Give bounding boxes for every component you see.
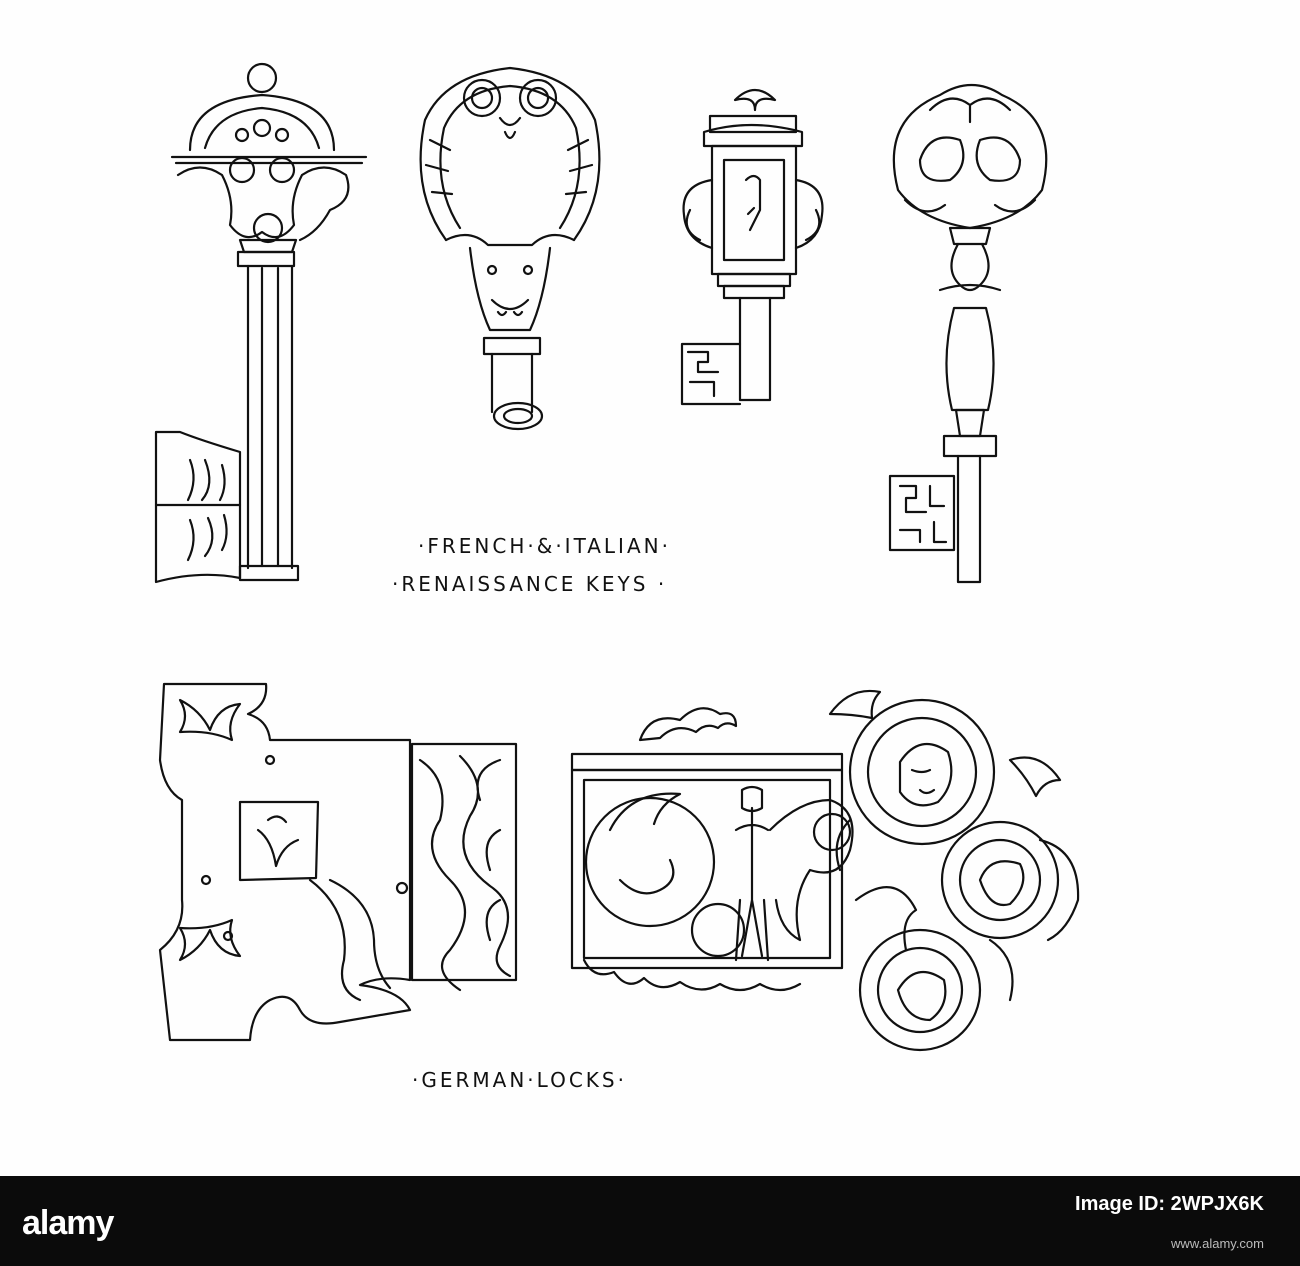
stock-url: www.alamy.com (1171, 1236, 1264, 1251)
key-3-shrine (680, 88, 824, 406)
caption-keys-line-2: ·RENAISSANCE KEYS · (392, 572, 668, 596)
stock-footer-bar: alamy Image ID: 2WPJX6K www.alamy.com (0, 1176, 1300, 1266)
caption-locks: ·GERMAN·LOCKS· (412, 1068, 627, 1092)
alamy-logo: alamy (22, 1204, 114, 1242)
image-id: Image ID: 2WPJX6K (1075, 1192, 1264, 1216)
key-4-scrollwork (888, 84, 1048, 584)
caption-keys-line-1: ·FRENCH·&·ITALIAN· (418, 534, 671, 558)
image-id-text: Image ID: 2WPJX6K (1075, 1193, 1264, 1215)
engraving-plate: ·FRENCH·&·ITALIAN· ·RENAISSANCE KEYS · ·… (154, 62, 1080, 1092)
key-2-bull-head (419, 66, 601, 431)
lock-3-rinceau-scroll (828, 689, 1080, 1052)
key-1-ornate-bow (154, 62, 368, 584)
lock-1-openwork-plate (158, 682, 518, 1042)
lock-2-figural-relief (570, 707, 854, 992)
keys-and-locks-illustration (154, 62, 1080, 1052)
